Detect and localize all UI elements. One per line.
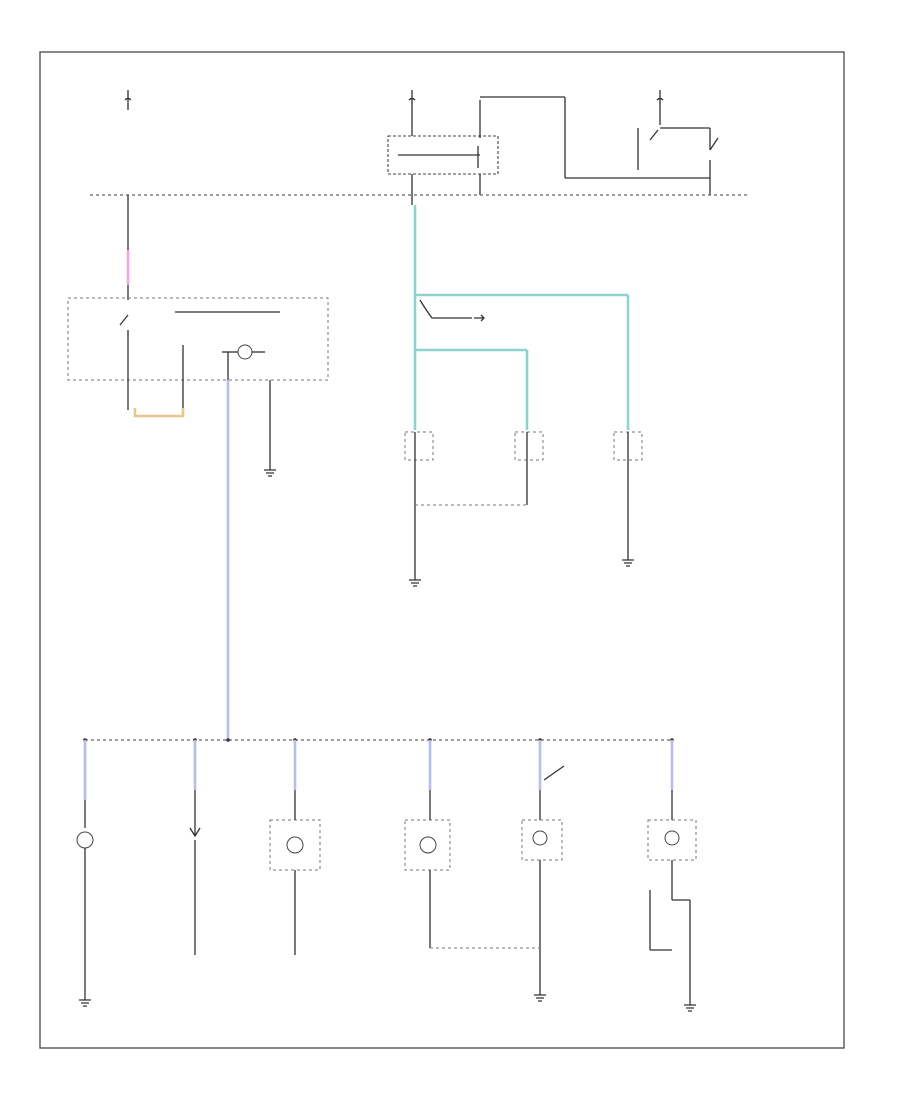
lamp-module-4 bbox=[269, 790, 321, 955]
lamp-module-1 bbox=[404, 431, 434, 580]
ground-upper-right bbox=[622, 559, 634, 567]
switch-lamp-2 bbox=[189, 790, 201, 955]
lower-drops bbox=[83, 740, 674, 800]
lamp-module-3 bbox=[613, 431, 643, 560]
diagram-frame bbox=[39, 51, 845, 1049]
lamp-module-2 bbox=[514, 431, 544, 505]
fuse-left bbox=[124, 90, 132, 110]
lamp-module-5 bbox=[404, 790, 451, 948]
lamp-module-7 bbox=[647, 790, 697, 1005]
fuse-center bbox=[408, 90, 416, 110]
right-switch bbox=[637, 110, 719, 195]
panel-ground bbox=[264, 380, 276, 477]
left-connector bbox=[127, 380, 185, 418]
lamp-ashtray bbox=[76, 800, 94, 965]
headlamp-switch-box bbox=[67, 297, 329, 381]
ground-bottom-right bbox=[684, 1004, 696, 1012]
fuse-right bbox=[656, 90, 664, 110]
ground-bottom-center bbox=[534, 994, 546, 1002]
ground-upper-left bbox=[409, 579, 421, 587]
accessory-relay bbox=[387, 96, 710, 195]
ground-bottom-left bbox=[79, 965, 91, 1007]
teal-harness bbox=[413, 205, 630, 430]
lamp-module-6 bbox=[521, 765, 565, 995]
